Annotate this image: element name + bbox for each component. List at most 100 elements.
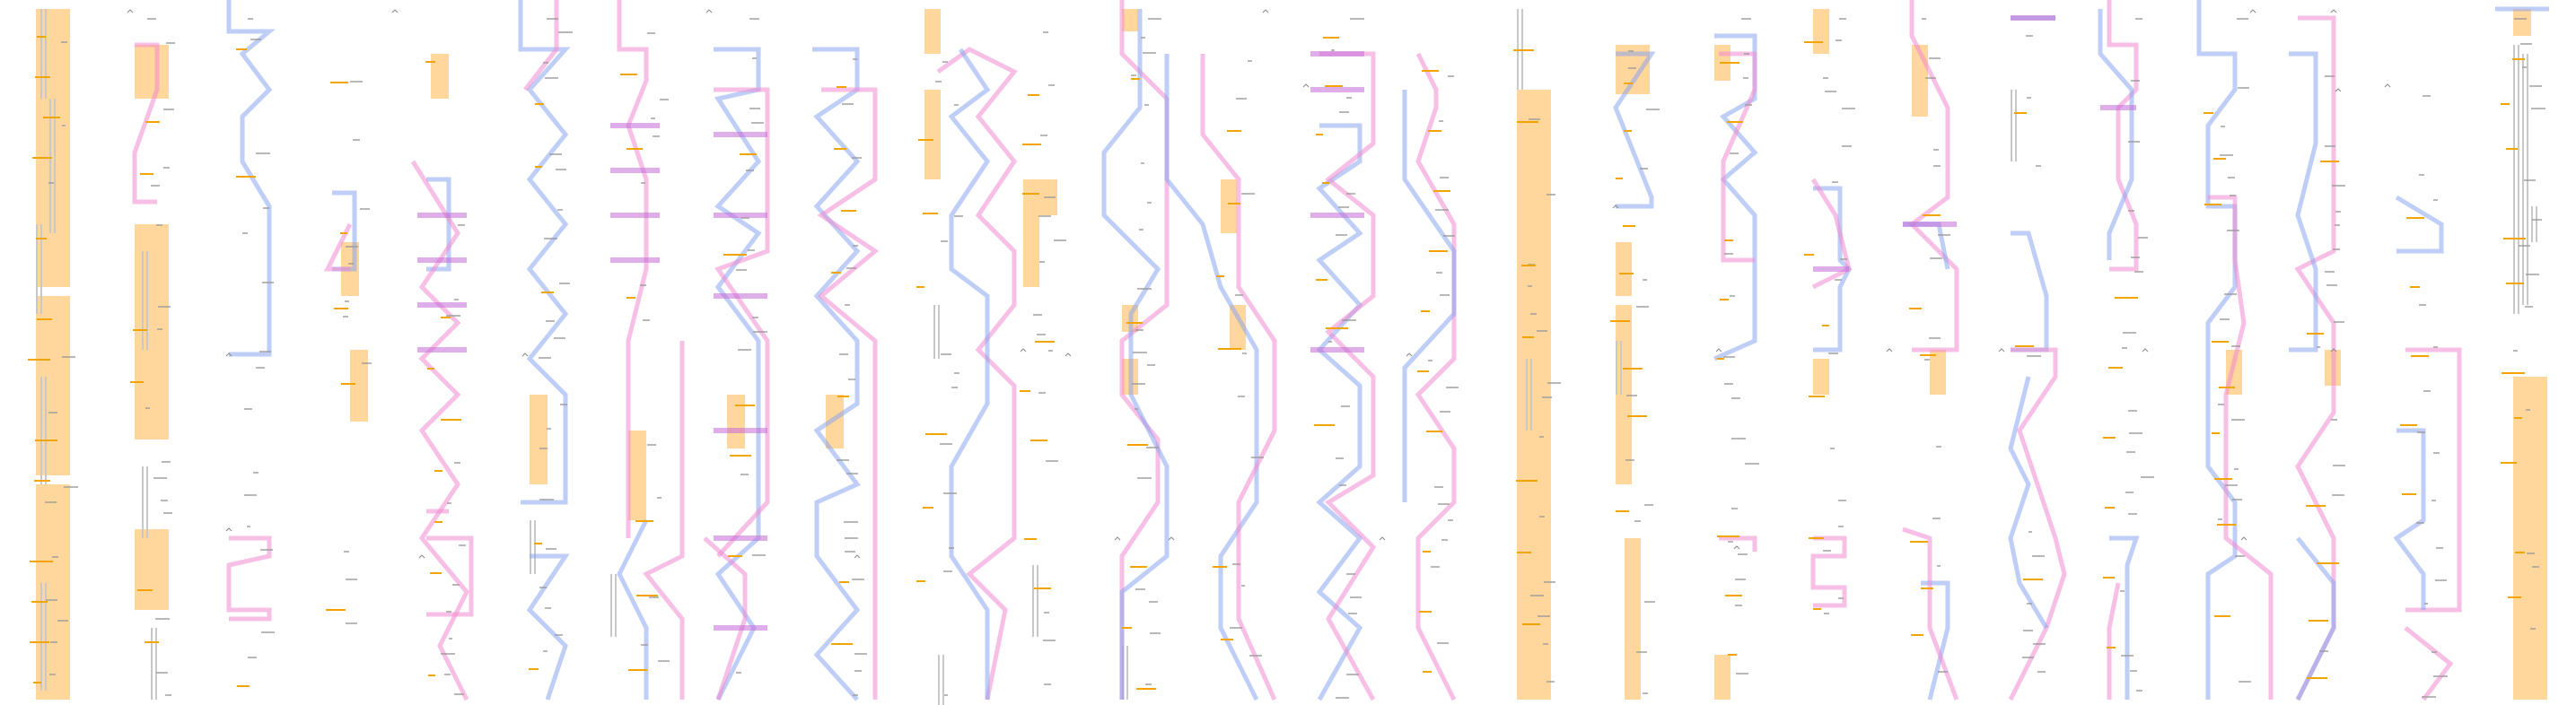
short-mark bbox=[2307, 677, 2327, 679]
text-stub bbox=[1044, 196, 1056, 198]
text-stub bbox=[1135, 588, 1145, 590]
text-stub bbox=[1836, 39, 1842, 41]
short-mark bbox=[1429, 250, 1448, 252]
short-mark bbox=[1521, 265, 1536, 266]
short-mark bbox=[628, 669, 647, 671]
pink-route-path bbox=[1200, 54, 1277, 701]
text-stub bbox=[2526, 274, 2539, 275]
text-stub bbox=[647, 444, 656, 446]
short-mark bbox=[28, 359, 50, 361]
overlap-band bbox=[610, 257, 660, 263]
pink-route-path bbox=[426, 535, 474, 617]
route-path-layer bbox=[132, 0, 2549, 701]
gray-bar bbox=[933, 305, 935, 359]
text-stub bbox=[166, 42, 175, 44]
text-stub bbox=[1139, 229, 1143, 231]
short-mark bbox=[1624, 83, 1633, 84]
text-stub bbox=[2231, 419, 2245, 421]
text-stub bbox=[153, 477, 167, 479]
text-stub bbox=[1625, 459, 1634, 461]
short-mark bbox=[1623, 368, 1643, 370]
short-mark bbox=[925, 433, 947, 435]
gray-bar bbox=[142, 466, 144, 538]
highlight-block bbox=[530, 395, 548, 484]
text-stub bbox=[1539, 436, 1544, 438]
short-mark bbox=[36, 238, 47, 239]
text-stub bbox=[2423, 95, 2431, 97]
gray-bar bbox=[1620, 341, 1622, 395]
overlap-band bbox=[610, 168, 660, 173]
blue-route-path bbox=[2098, 9, 2134, 260]
text-stub bbox=[1046, 460, 1058, 462]
text-stub bbox=[2128, 410, 2137, 412]
highlight-block bbox=[135, 45, 169, 99]
text-stub bbox=[2136, 690, 2142, 692]
short-mark bbox=[34, 480, 50, 482]
text-stub bbox=[1842, 108, 1855, 109]
short-mark bbox=[1216, 275, 1224, 277]
text-stub bbox=[2134, 271, 2143, 273]
text-stub bbox=[746, 170, 754, 171]
short-mark bbox=[2400, 424, 2417, 426]
text-stub bbox=[1033, 314, 1042, 316]
short-mark bbox=[923, 213, 938, 214]
text-stub bbox=[1838, 500, 1846, 501]
short-mark bbox=[728, 555, 742, 557]
short-mark bbox=[1920, 354, 1936, 356]
short-mark bbox=[1909, 308, 1922, 309]
text-stub bbox=[647, 32, 655, 34]
short-mark bbox=[2410, 286, 2420, 288]
text-stub bbox=[1448, 519, 1453, 521]
short-mark bbox=[35, 76, 50, 78]
text-stub bbox=[1929, 57, 1941, 59]
text-stub bbox=[842, 103, 854, 105]
text-stub bbox=[1835, 279, 1842, 281]
text-stub bbox=[736, 269, 747, 271]
text-stub bbox=[749, 18, 759, 20]
short-mark bbox=[441, 419, 461, 421]
text-stub bbox=[145, 407, 150, 409]
text-stub bbox=[2033, 643, 2046, 645]
pink-route-path bbox=[523, 0, 559, 91]
text-stub bbox=[2232, 499, 2242, 500]
text-stub bbox=[954, 104, 959, 106]
blue-route-path bbox=[1164, 54, 1259, 701]
pink-route-path bbox=[1908, 0, 1959, 352]
short-mark bbox=[2204, 204, 2221, 205]
text-stub bbox=[2032, 555, 2045, 557]
short-mark bbox=[1218, 348, 1241, 350]
pink-route-path bbox=[936, 47, 1018, 701]
text-stub bbox=[2218, 518, 2222, 520]
text-stub bbox=[50, 641, 57, 643]
short-mark bbox=[1910, 541, 1928, 543]
text-stub bbox=[1731, 508, 1738, 509]
text-stub bbox=[61, 41, 67, 43]
text-stub bbox=[1628, 67, 1636, 69]
short-mark bbox=[2212, 432, 2220, 434]
up-caret-icon bbox=[1379, 536, 1386, 541]
gray-bar bbox=[40, 224, 42, 314]
text-stub bbox=[1147, 364, 1155, 366]
overlap-band bbox=[610, 213, 660, 218]
text-stub bbox=[944, 694, 948, 696]
text-stub bbox=[641, 644, 648, 646]
text-stub bbox=[447, 502, 451, 504]
text-stub bbox=[1438, 503, 1450, 505]
text-stub bbox=[1547, 382, 1561, 384]
text-stub bbox=[752, 317, 758, 318]
overlap-band bbox=[2100, 105, 2136, 110]
text-stub bbox=[48, 412, 57, 413]
up-caret-icon bbox=[418, 554, 425, 559]
text-stub bbox=[2131, 80, 2140, 82]
text-stub bbox=[1646, 109, 1660, 110]
overlap-band bbox=[417, 302, 467, 308]
text-stub bbox=[559, 283, 570, 284]
text-stub bbox=[846, 473, 858, 474]
text-stub bbox=[546, 320, 555, 322]
text-stub bbox=[2237, 18, 2248, 20]
highlight-block bbox=[2513, 9, 2531, 36]
highlight-block bbox=[1714, 655, 1730, 700]
text-stub bbox=[260, 549, 273, 551]
text-stub bbox=[2325, 145, 2335, 147]
overlap-band bbox=[1903, 222, 1957, 227]
